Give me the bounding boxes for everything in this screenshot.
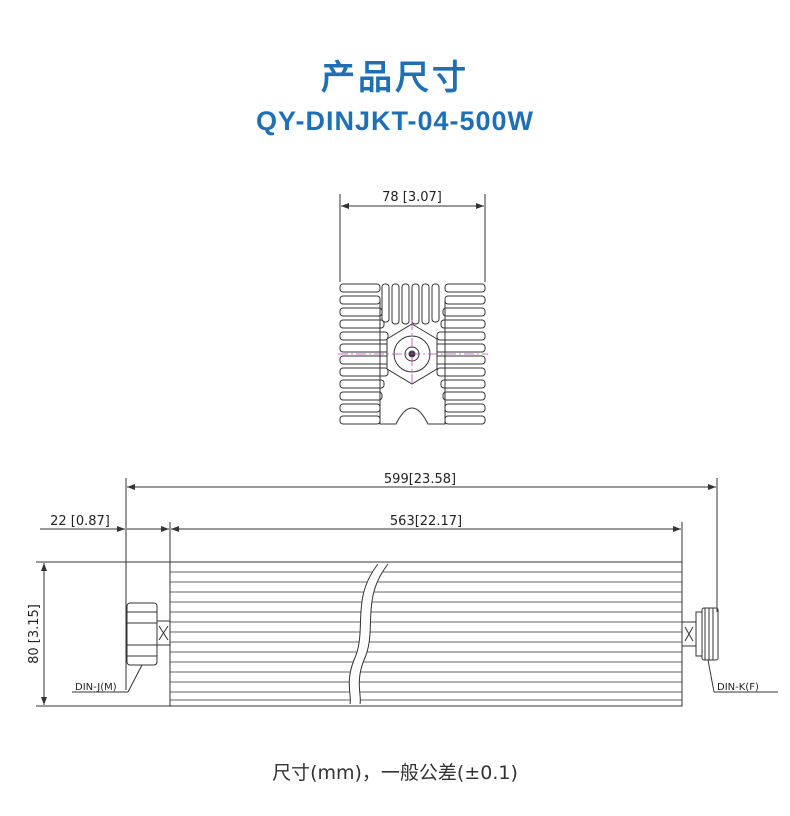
tolerance-note: 尺寸(mm)，一般公差(±0.1) — [272, 762, 518, 784]
connector-length-label: 22 [0.87] — [50, 514, 110, 529]
model-number: QY-DINJKT-04-500W — [255, 106, 535, 136]
left-connector-leader — [127, 664, 143, 693]
heatsink-fin-lines — [170, 571, 682, 701]
page-title: 产品尺寸 — [321, 58, 469, 98]
right-connector — [681, 607, 719, 661]
end-view-right-fins — [434, 283, 486, 425]
break-gap — [349, 564, 388, 704]
end-width-label: 78 [3.07] — [382, 190, 442, 205]
left-connector — [126, 602, 171, 666]
heatsink-body — [169, 561, 683, 707]
right-connector-thread — [701, 607, 719, 661]
break-line-right — [358, 563, 389, 705]
end-view-body-outline — [379, 300, 446, 425]
right-connector-label: DIN-K(F) — [717, 682, 759, 693]
height-label: 80 [3.15] — [27, 604, 42, 664]
total-length-label: 599[23.58] — [384, 472, 456, 487]
right-connector-leader — [707, 659, 715, 693]
body-length-label: 563[22.17] — [390, 514, 462, 529]
side-view — [36, 478, 778, 707]
end-view — [338, 194, 488, 425]
end-view-top-fins — [381, 283, 440, 325]
break-line-left — [348, 563, 379, 705]
left-connector-label: DIN-J(M) — [75, 682, 117, 693]
